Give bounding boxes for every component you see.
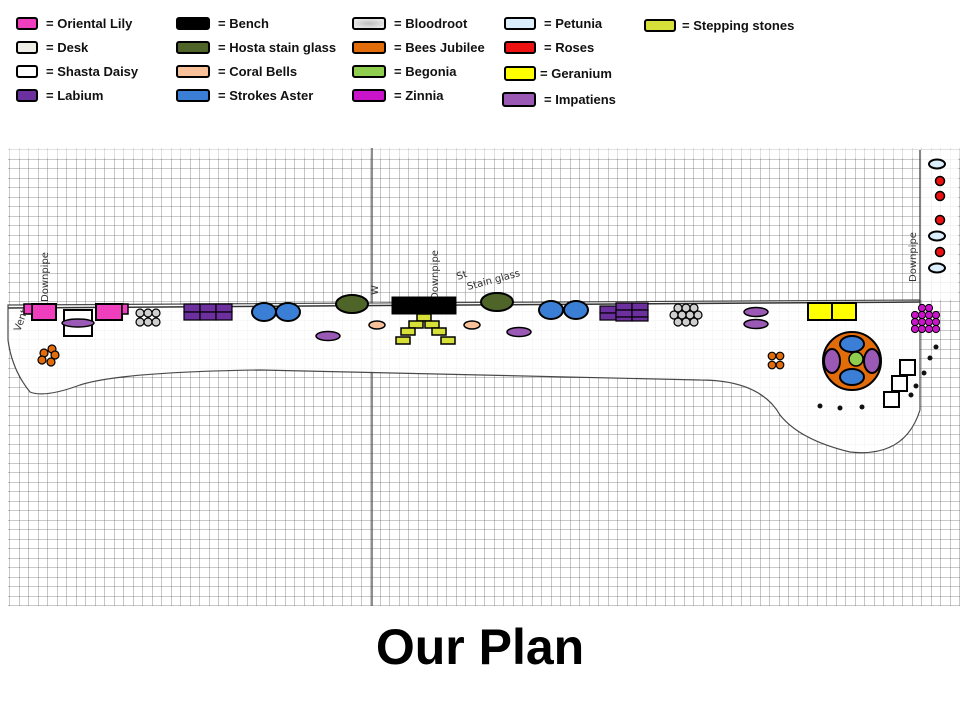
legend-item-strokes-aster: = Strokes Aster (176, 86, 313, 104)
impatiens-marker (743, 306, 769, 318)
legend-label: = Petunia (544, 15, 603, 31)
bloodroot-cluster (135, 308, 161, 327)
desk-swatch (16, 40, 38, 54)
bees-jubilee-swatch (352, 40, 386, 54)
strokes-aster-marker (538, 300, 564, 320)
stepping-stones-group (395, 313, 456, 345)
geranium-marker (831, 302, 857, 321)
paper-fade (8, 148, 960, 158)
garden-bed (7, 299, 921, 454)
legend-item-bench: = Bench (176, 14, 269, 32)
legend-label: = Begonia (394, 63, 457, 79)
oriental-lily-swatch (16, 16, 38, 30)
oriental-lily-marker (23, 303, 33, 315)
labium-block (599, 302, 649, 322)
legend-item-petunia: = Petunia (504, 14, 602, 32)
roses-column (934, 175, 946, 258)
legend-item-desk: = Desk (16, 38, 88, 56)
legend-item-stepping-stones: = Stepping stones (644, 16, 794, 34)
bees-jubilee-cluster (767, 351, 785, 370)
coral-bells-marker (463, 320, 481, 330)
coral-bells-marker (368, 320, 386, 330)
legend-label: = Hosta stain glass (218, 39, 337, 55)
white-stepping-path (883, 359, 916, 408)
legend-label: = Desk (46, 39, 89, 55)
legend-item-shasta-daisy: = Shasta Daisy (16, 62, 138, 80)
legend-item-begonia: = Begonia (352, 62, 457, 80)
legend-item-bees-jubilee: = Bees Jubilee (352, 38, 485, 56)
legend-label: = Coral Bells (218, 63, 298, 79)
downpipe-left-label: Downpipe (40, 252, 51, 302)
hosta-marker (335, 294, 369, 314)
legend-label: = Bees Jubilee (394, 39, 485, 55)
oriental-lily-marker (31, 303, 57, 321)
bees-jubilee-cluster (37, 344, 60, 367)
round-flower-bed (822, 331, 882, 391)
st-label: St (455, 269, 468, 283)
legend: = Oriental Lily = Desk = Shasta Daisy = … (0, 0, 960, 115)
strokes-aster-marker (251, 302, 277, 322)
legend-item-geranium: = Geranium (504, 64, 612, 82)
house-wall-line (7, 301, 921, 309)
legend-label: = Shasta Daisy (46, 63, 139, 79)
strokes-aster-swatch (176, 88, 210, 102)
impatiens-marker (506, 326, 532, 338)
oriental-lily-marker (121, 303, 129, 315)
legend-label: = Geranium (540, 65, 612, 81)
roses-dots (817, 344, 939, 411)
legend-item-roses: = Roses (504, 38, 594, 56)
zinnia-swatch (352, 88, 386, 102)
legend-item-bloodroot: = Bloodroot (352, 14, 467, 32)
geranium-marker (807, 302, 833, 321)
hosta-swatch (176, 40, 210, 54)
labium-block (183, 303, 233, 321)
legend-label: = Stepping stones (682, 17, 795, 33)
legend-label: = Zinnia (394, 87, 444, 103)
legend-item-labium: = Labium (16, 86, 103, 104)
impatiens-marker (61, 318, 95, 328)
legend-label: = Oriental Lily (46, 15, 133, 31)
garden-plan-sketch: Downpipe Vent Downpipe Stain glass St W … (7, 148, 960, 606)
legend-label: = Labium (46, 87, 104, 103)
petunia-column (928, 158, 946, 274)
legend-label: = Bench (218, 15, 269, 31)
oriental-lily-marker (95, 303, 123, 321)
zinnia-cluster (910, 303, 941, 334)
impatiens-swatch (502, 91, 536, 107)
impatiens-marker (315, 330, 341, 342)
labium-swatch (16, 88, 38, 102)
impatiens-marker (743, 318, 769, 330)
strokes-aster-marker (563, 300, 589, 320)
w-label: W (370, 285, 381, 295)
legend-label: = Impatiens (544, 91, 616, 107)
begonia-swatch (352, 64, 386, 78)
bench-marker (391, 296, 457, 315)
hosta-marker (480, 292, 514, 312)
legend-item-coral-bells: = Coral Bells (176, 62, 297, 80)
page-title: Our Plan (375, 619, 585, 675)
downpipe-right-label: Downpipe (908, 232, 919, 282)
legend-item-zinnia: = Zinnia (352, 86, 443, 104)
stepping-stones-swatch (644, 18, 676, 32)
strokes-aster-marker (275, 302, 301, 322)
bloodroot-cluster (669, 303, 703, 327)
legend-label: = Strokes Aster (218, 87, 314, 103)
roses-swatch (504, 40, 536, 54)
legend-item-oriental-lily: = Oriental Lily (16, 14, 132, 32)
legend-label: = Roses (544, 39, 595, 55)
bloodroot-swatch (352, 16, 386, 30)
legend-label: = Bloodroot (394, 15, 468, 31)
geranium-swatch (504, 65, 536, 81)
legend-item-impatiens: = Impatiens (502, 90, 616, 108)
bench-swatch (176, 16, 210, 30)
shasta-daisy-swatch (16, 64, 38, 78)
petunia-swatch (504, 16, 536, 30)
downpipe-middle-label: Downpipe (430, 250, 441, 300)
legend-item-hosta: = Hosta stain glass (176, 38, 336, 56)
coral-bells-swatch (176, 64, 210, 78)
